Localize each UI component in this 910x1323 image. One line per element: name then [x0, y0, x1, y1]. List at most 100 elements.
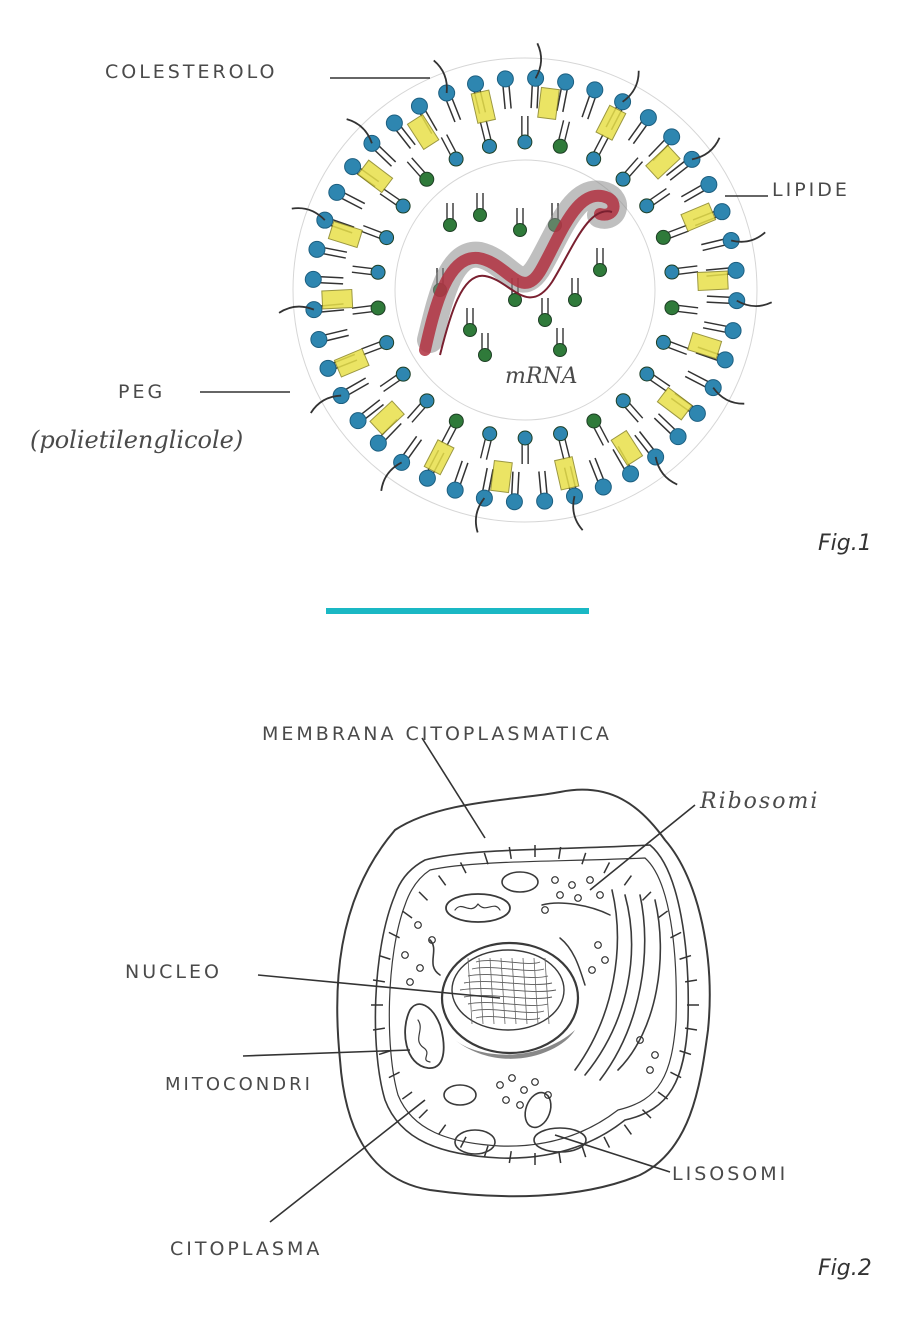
lipid-head	[308, 240, 326, 258]
peg-full-name-label: (polietilenglicole)	[30, 426, 243, 454]
membrane-protein	[418, 891, 429, 901]
membrane-protein	[388, 1071, 400, 1079]
membrane-protein	[623, 1124, 633, 1135]
mrna-label: mRNA	[505, 364, 578, 389]
membrane-protein	[641, 1109, 652, 1119]
chromatin-line	[522, 957, 528, 1025]
lipid-head	[473, 208, 487, 222]
ribosome	[551, 876, 559, 884]
ribosome	[416, 964, 424, 972]
peg-chain	[278, 305, 315, 314]
membrane-protein	[679, 1050, 692, 1056]
mitochondrion-upper-cristae	[454, 903, 501, 911]
lipid-head	[349, 412, 367, 430]
membrane-protein	[372, 979, 385, 983]
peg-chain	[475, 497, 486, 533]
lipid-head	[443, 218, 457, 232]
mitochondrion-outer	[404, 1003, 445, 1069]
cytoplasm-label: CITOPLASMA	[170, 1238, 322, 1260]
ribosome	[651, 1051, 659, 1059]
lipid-head	[557, 73, 575, 91]
cholesterol-block	[406, 113, 440, 151]
peg-chain	[380, 461, 403, 491]
ribosome	[586, 876, 594, 884]
membrane-label: MEMBRANA CITOPLASMATICA	[262, 723, 612, 745]
ribosome	[541, 906, 549, 914]
lipid-head	[622, 465, 640, 483]
lipid-head	[395, 198, 411, 214]
lipid-head	[418, 469, 436, 487]
peg-chain	[534, 42, 542, 79]
lipid-head	[639, 198, 655, 214]
lipid-head	[716, 351, 734, 369]
outer-lipid-layer	[304, 69, 746, 511]
nucleus-label: NUCLEO	[125, 961, 222, 983]
membrane-protein	[603, 1136, 611, 1148]
animal-cell-diagram: MEMBRANA CITOPLASMATICA Ribosomi NUCLEO …	[125, 723, 872, 1281]
membrane-protein	[401, 910, 413, 919]
membrane-proteins	[371, 845, 699, 1165]
lipid-head	[508, 293, 522, 307]
lipid-head	[724, 322, 742, 340]
membrane-protein	[401, 1091, 413, 1100]
cholesterol-block	[490, 459, 513, 494]
lipid-head	[419, 393, 435, 409]
cholesterol-block	[327, 220, 364, 249]
peg-chain	[346, 118, 373, 144]
lysosomes-leader-line	[554, 1134, 671, 1173]
lipid-head	[385, 114, 403, 132]
ribosome	[574, 894, 582, 902]
peg-chain	[654, 456, 678, 486]
lipid-head	[481, 138, 497, 154]
lysosomes-label: LISOSOMI	[672, 1163, 788, 1185]
mrna-strand	[417, 180, 627, 356]
lipid-head	[663, 128, 681, 146]
lipid-head	[655, 334, 671, 350]
er-membrane	[559, 937, 586, 986]
lipid-head	[395, 366, 411, 382]
membrane-protein	[388, 931, 400, 939]
lipid-head	[568, 293, 582, 307]
ribosome	[588, 966, 596, 974]
lipid-head	[639, 109, 657, 127]
peg-chain	[622, 70, 640, 103]
lipid-nanoparticle-diagram: COLESTEROLO LIPIDE PEG (polietilenglicol…	[30, 42, 872, 556]
chromatin-line	[511, 957, 517, 1025]
vesicle	[454, 1129, 496, 1155]
cholesterol-block	[610, 429, 644, 467]
membrane-protein	[603, 862, 611, 874]
chromatin	[459, 957, 557, 1025]
golgi-apparatus	[574, 889, 662, 1081]
section-divider	[326, 608, 589, 614]
chromatin-line	[467, 957, 473, 1025]
lipid-head	[538, 313, 552, 327]
ribosome	[401, 951, 409, 959]
ribosome	[544, 1091, 552, 1099]
cholesterol-label: COLESTEROLO	[105, 61, 278, 83]
lipid-head	[379, 335, 395, 351]
inner-layer-outline	[394, 159, 656, 421]
lipid-head	[615, 171, 631, 187]
membrane-protein	[483, 852, 489, 865]
membrane-protein	[459, 862, 467, 874]
membrane-protein	[418, 1109, 429, 1119]
er-membrane	[541, 902, 611, 916]
cholesterol-block	[656, 386, 693, 421]
lipid-head	[310, 330, 328, 348]
nucleus-envelope	[440, 941, 580, 1055]
lipid-head	[664, 300, 680, 316]
cholesterol-block	[369, 400, 405, 436]
lipid-head	[319, 359, 337, 377]
peg-chain	[291, 207, 326, 221]
membrane-protein	[657, 1091, 669, 1100]
ribosome	[516, 1101, 524, 1109]
lipid-head	[639, 366, 655, 382]
cholesterol-block	[423, 439, 455, 476]
peg-chain	[310, 394, 342, 414]
lipid-head	[553, 426, 569, 442]
chromatin-line	[459, 988, 557, 992]
cytoplasm-boundary	[374, 844, 690, 1159]
ribosome	[646, 1066, 654, 1074]
chromatin-line	[533, 957, 539, 1025]
lipid-head	[593, 263, 607, 277]
